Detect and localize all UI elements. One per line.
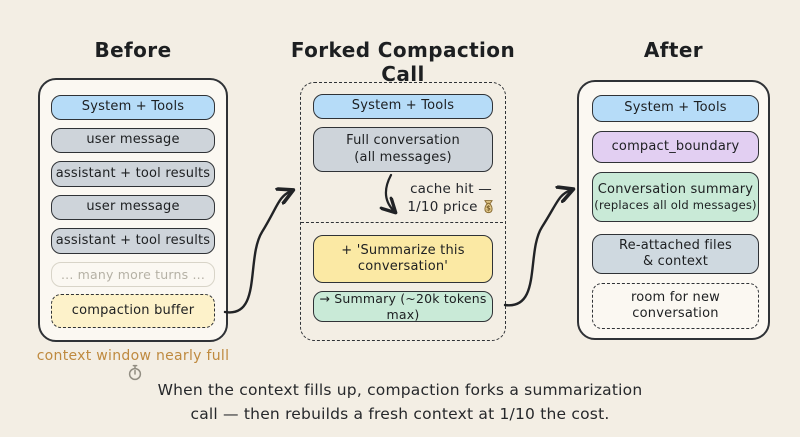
before-title: Before — [94, 38, 172, 62]
forked-compaction-title: Forked Compaction Call — [290, 38, 516, 86]
cache-hit-line1: cache hit — — [410, 181, 492, 197]
forked-system-tools-box: System + Tools — [313, 94, 493, 119]
full-conversation-line1: Full conversation — [346, 133, 460, 149]
context-window-footnote: context window nearly full — [30, 348, 236, 385]
summarize-prompt-line2: conversation' — [357, 259, 449, 274]
room-line2: conversation — [632, 306, 719, 321]
before-user-message-box-2: user message — [51, 195, 215, 220]
before-compaction-buffer-box: compaction buffer — [51, 294, 215, 328]
arrow-buffer-to-fork — [223, 191, 291, 314]
cache-hit-line2: 1/10 price — [407, 199, 478, 216]
conversation-summary-line2: (replaces all old messages) — [594, 197, 757, 212]
summarize-prompt-line1: + 'Summarize this — [341, 242, 465, 258]
after-conversation-summary-box: Conversation summary (replaces all old m… — [592, 172, 759, 222]
before-many-more-turns-box: ... many more turns ... — [51, 262, 215, 287]
forked-summary-output-box: → Summary (~20k tokens max) — [313, 291, 493, 322]
caption-line1: When the context fills up, compaction fo… — [157, 381, 643, 399]
room-line1: room for new — [630, 289, 721, 305]
conversation-summary-line1: Conversation summary — [597, 181, 754, 197]
after-system-tools-box: System + Tools — [592, 95, 759, 122]
forked-call-panel: System + Tools Full conversation (all me… — [300, 82, 506, 341]
bottom-caption: When the context fills up, compaction fo… — [0, 378, 800, 426]
stopwatch-icon — [127, 364, 143, 385]
forked-summarize-prompt-box: + 'Summarize this conversation' — [313, 235, 493, 283]
svg-text:$: $ — [486, 205, 491, 213]
caption-line2: call — then rebuilds a fresh context at … — [190, 405, 610, 424]
after-room-for-new-box: room for new conversation — [592, 283, 759, 329]
after-title: After — [643, 38, 704, 62]
forked-full-conversation-box: Full conversation (all messages) — [313, 127, 493, 172]
before-user-message-box-1: user message — [51, 128, 215, 153]
before-system-tools-box: System + Tools — [51, 95, 215, 120]
after-reattached-files-box: Re-attached files & context — [592, 234, 759, 274]
cache-hit-annotation: cache hit — 1/10 price $ — [401, 180, 501, 219]
arrow-summary-to-after — [503, 190, 571, 307]
context-window-footnote-text: context window nearly full — [36, 348, 230, 364]
forked-panel-divider — [301, 222, 503, 223]
full-conversation-line2: (all messages) — [354, 149, 452, 165]
reattached-line1: Re-attached files — [618, 237, 732, 253]
after-context-panel: System + Tools compact_boundary Conversa… — [577, 80, 770, 340]
before-assistant-results-box-1: assistant + tool results — [51, 161, 215, 187]
before-context-panel: System + Tools user message assistant + … — [38, 78, 228, 342]
before-assistant-results-box-2: assistant + tool results — [51, 228, 215, 254]
money-bag-icon: $ — [482, 199, 495, 219]
reattached-line2: & context — [642, 254, 709, 269]
after-compact-boundary-box: compact_boundary — [592, 131, 759, 163]
